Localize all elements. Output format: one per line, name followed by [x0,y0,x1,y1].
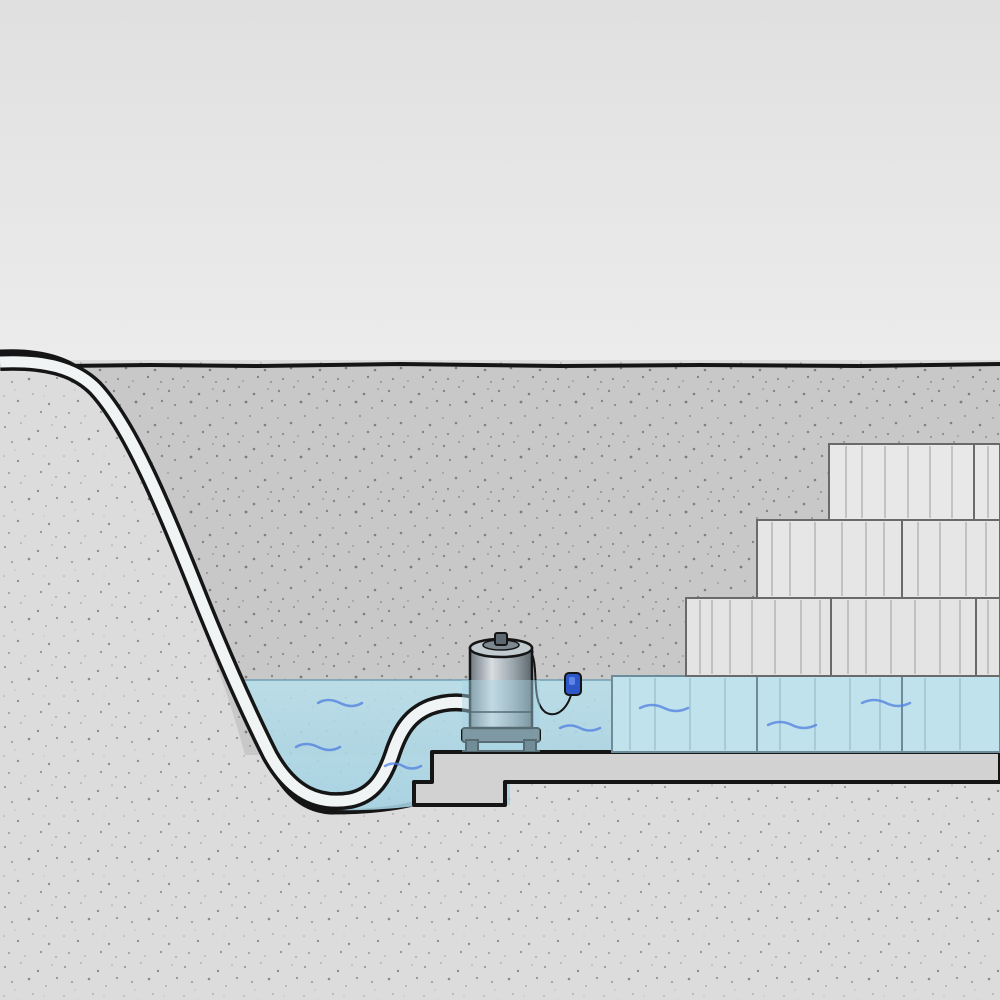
concrete-foundation-slab [412,750,1000,807]
block-row-3 [756,519,1000,599]
block-row-4 [828,443,1000,521]
float-switch-cable [529,649,573,716]
ground-surface-line [61,361,1000,369]
sky-background [0,0,1000,368]
block-row-1 [611,675,1000,753]
concrete-block-icon [756,519,903,599]
discharge-hose-icon [0,352,481,811]
concrete-block-icon [830,597,977,677]
concrete-block-icon [685,597,832,677]
block-grain-lines [629,446,989,750]
concrete-block-stack [611,443,1000,753]
concrete-block-icon [973,443,1000,521]
concrete-block-icon [828,443,975,521]
float-switch-icon [564,672,582,696]
water-overlay-on-pump [462,680,540,752]
block-row-2 [685,597,1000,677]
concrete-block-icon [901,519,1000,599]
submersible-pump-icon [461,632,541,753]
concrete-block-icon [901,675,1000,753]
concrete-block-icon [611,675,758,753]
concrete-block-icon [756,675,903,753]
